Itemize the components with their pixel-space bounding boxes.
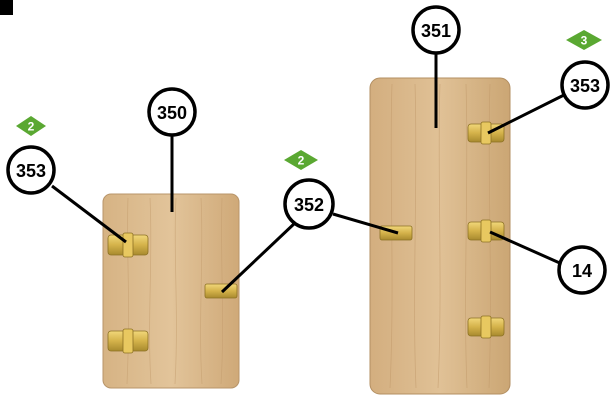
callout-350: 350 — [147, 87, 197, 137]
step-marker-center-352: 2 — [284, 150, 318, 170]
corner-mark — [0, 0, 13, 15]
step-marker-left-353: 2 — [16, 116, 46, 136]
hinge-right-middle — [467, 219, 505, 243]
step-number: 3 — [581, 34, 588, 48]
hinge-right-top — [467, 121, 505, 145]
step-number: 2 — [28, 120, 35, 134]
hinge-left-bottom — [107, 328, 149, 354]
callout-number: 352 — [294, 195, 324, 215]
callout-number: 353 — [16, 161, 46, 181]
callout-351: 351 — [411, 5, 461, 55]
hinge-right-bottom — [467, 315, 505, 339]
callout-352: 352 — [283, 178, 335, 230]
callout-14: 14 — [557, 245, 607, 295]
callout-353-left: 353 — [6, 145, 56, 195]
step-number: 2 — [298, 154, 305, 168]
callout-number: 14 — [572, 261, 592, 281]
step-marker-right-353: 3 — [566, 30, 602, 50]
callout-number: 353 — [570, 76, 600, 96]
latch-352-left — [204, 283, 238, 299]
callout-number: 350 — [157, 103, 187, 123]
leader-lines — [51, 50, 567, 294]
callout-number: 351 — [421, 21, 451, 41]
callout-353-right: 353 — [560, 60, 610, 110]
hinge-left-top — [107, 232, 149, 258]
panel-351 — [369, 77, 511, 395]
